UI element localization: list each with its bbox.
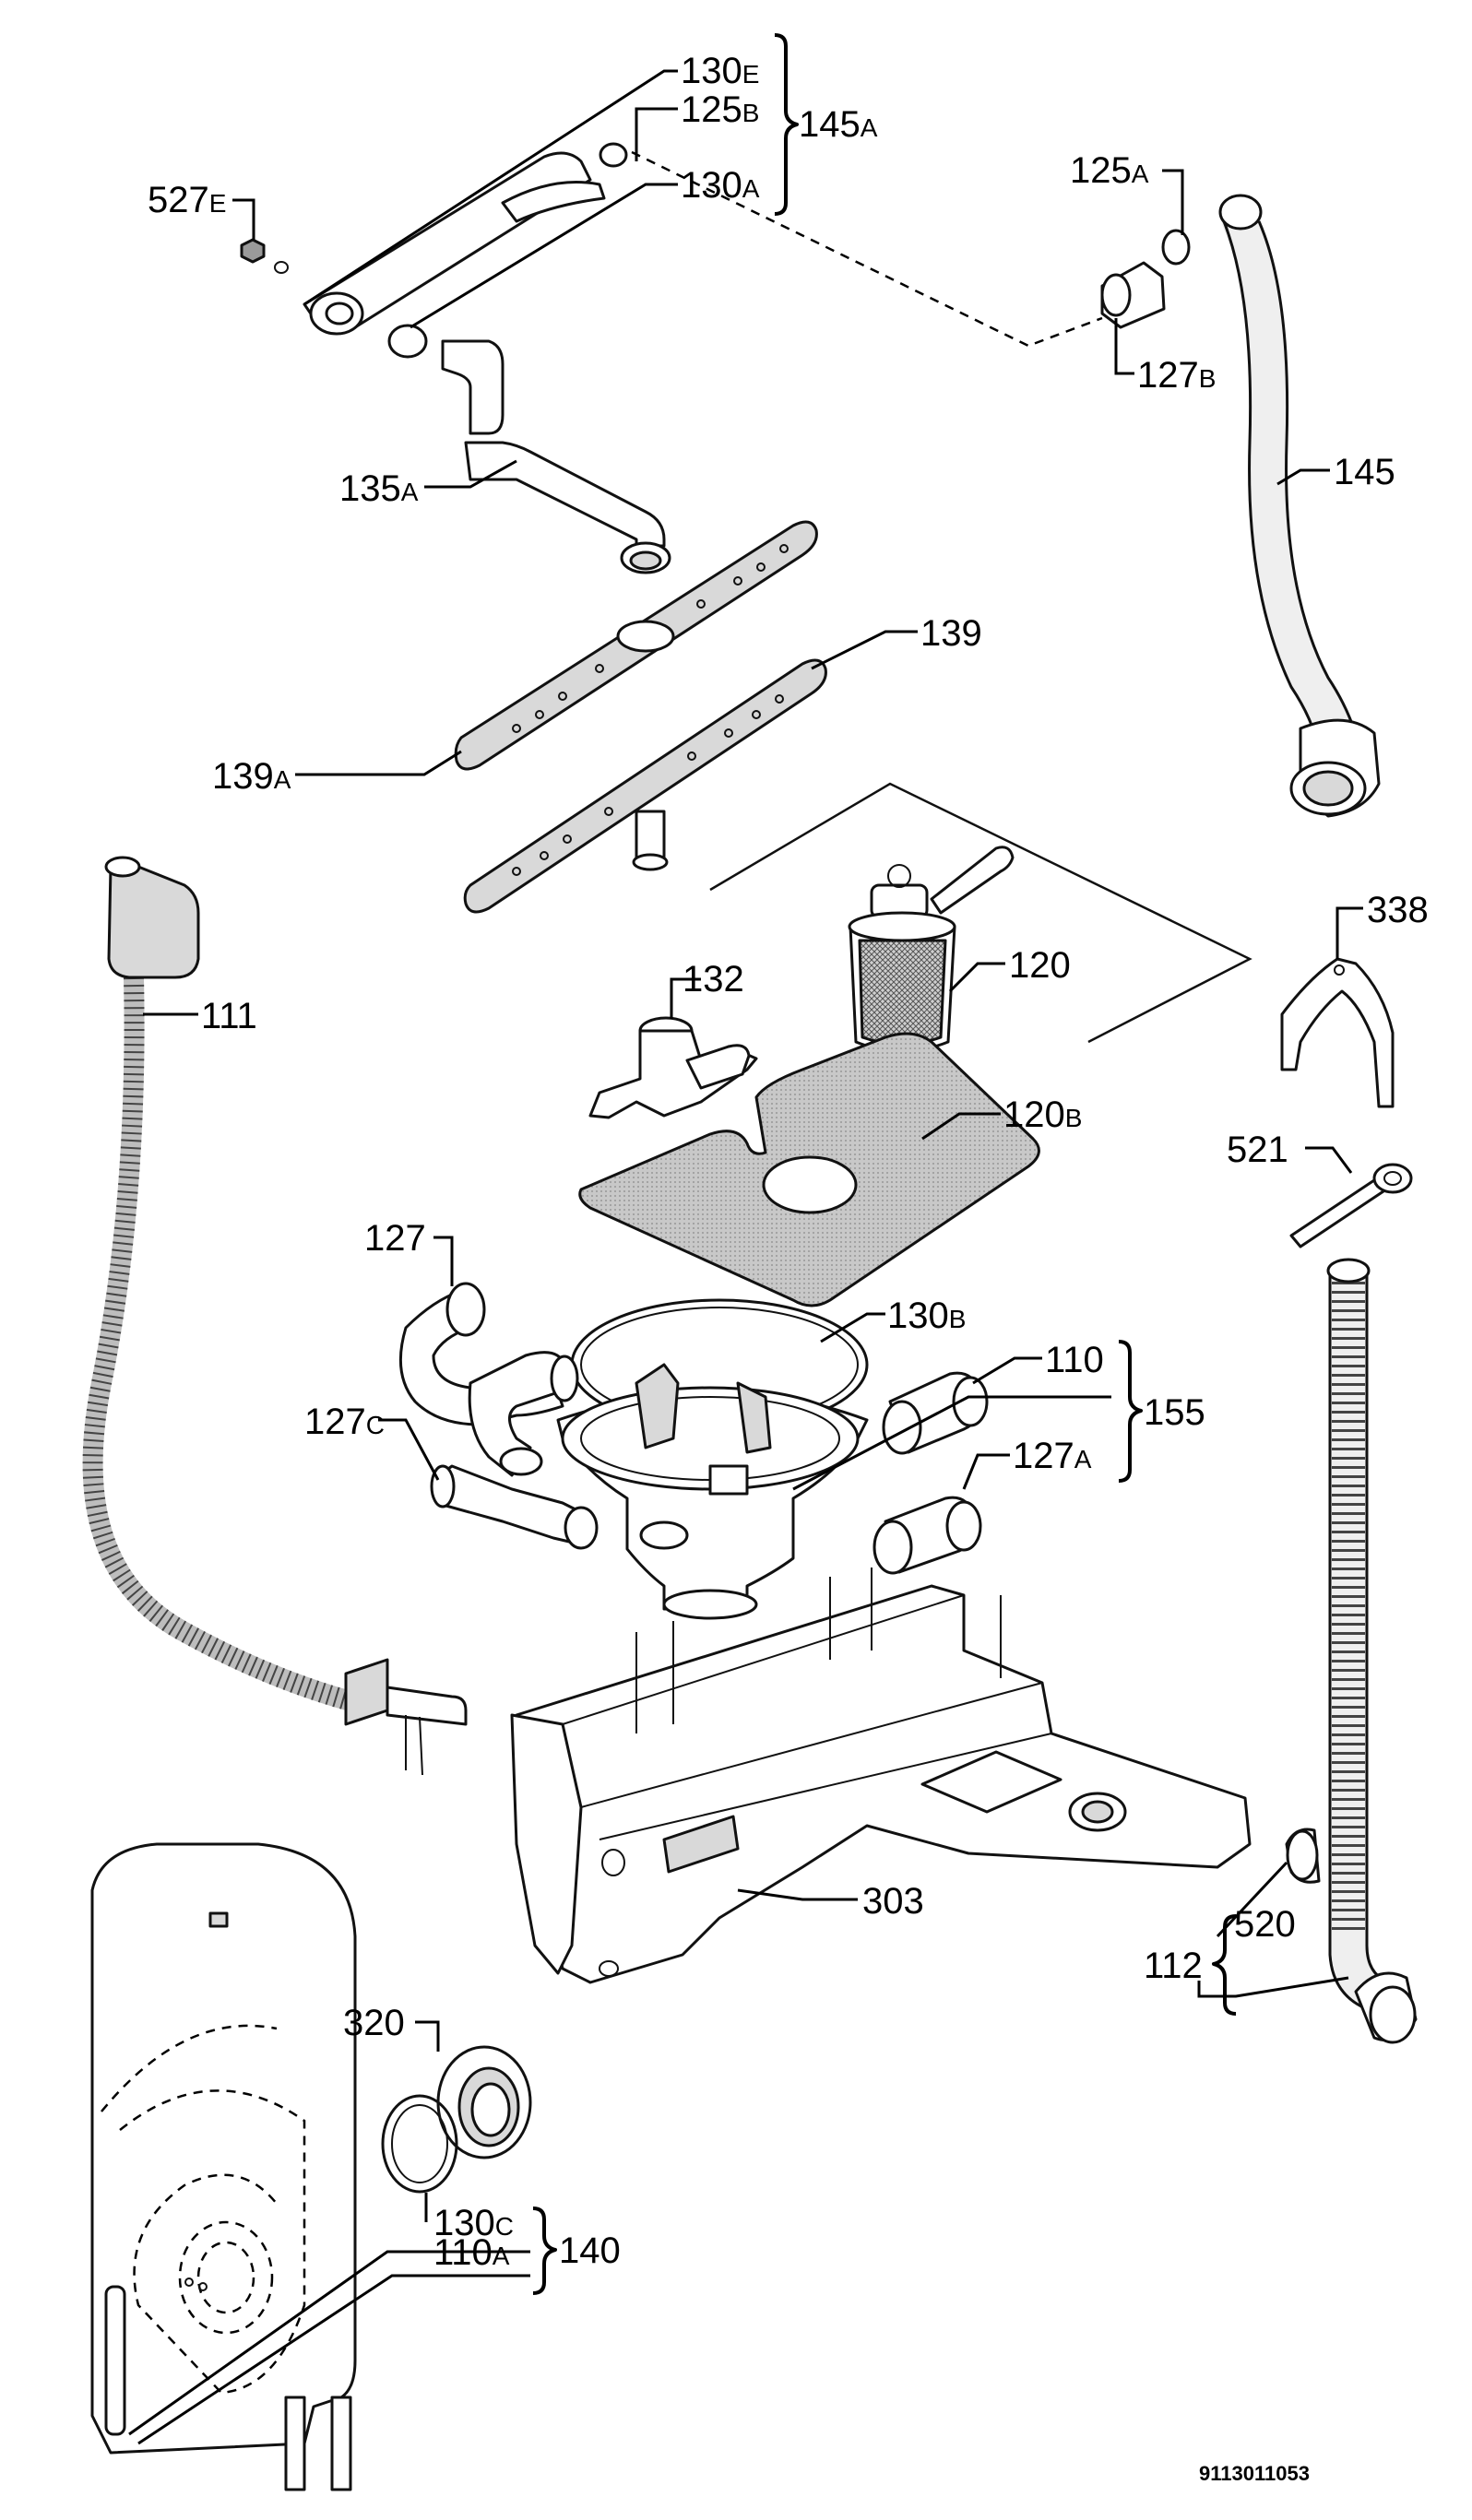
label-303: 303 <box>862 1881 924 1922</box>
label-111: 111 <box>201 996 257 1036</box>
label-130c: 130C <box>433 2203 514 2243</box>
label-521: 521 <box>1227 1130 1288 1170</box>
label-155: 155 <box>1144 1392 1205 1433</box>
label-125a: 125A <box>1070 150 1149 191</box>
elbow-hose-127 <box>398 1282 579 1477</box>
label-112: 112 <box>1144 1946 1203 1986</box>
label-130e: 130E <box>681 51 759 91</box>
label-527e: 527E <box>148 180 226 220</box>
label-135a: 135A <box>339 468 419 509</box>
label-139: 139 <box>920 613 982 654</box>
label-140: 140 <box>559 2230 621 2271</box>
seal-ring-527e <box>240 238 289 274</box>
label-130a: 130A <box>681 165 760 206</box>
spray-arm-support-135a <box>441 339 671 574</box>
filter-frame-lines <box>709 782 1252 1044</box>
sleeve-110 <box>882 1371 989 1455</box>
label-520: 520 <box>1234 1904 1296 1945</box>
sleeve-127a <box>873 1496 982 1575</box>
label-145a: 145A <box>799 104 878 145</box>
label-338: 338 <box>1367 890 1429 930</box>
hose-fitting-520 <box>1285 1828 1321 1884</box>
label-120b: 120B <box>1003 1094 1082 1135</box>
label-110: 110 <box>1045 1340 1104 1380</box>
label-125b: 125B <box>681 89 759 130</box>
filter-cylinder-120 <box>848 846 1015 1053</box>
label-127c: 127C <box>304 1402 385 1442</box>
drain-hose-112 <box>1326 1258 1418 2044</box>
lower-spray-arm-139 <box>463 658 827 914</box>
sump-body <box>556 1298 869 1620</box>
side-panel-140 <box>90 1842 357 2491</box>
label-127: 127 <box>364 1218 426 1259</box>
label-127b: 127B <box>1137 355 1216 396</box>
label-320: 320 <box>343 2003 405 2043</box>
hose-tie-521 <box>1289 1163 1413 1248</box>
part-labels: 130E 125B 145A 130A 527E 125A 127B 145 1… <box>148 51 1429 2273</box>
flat-filter-120b <box>578 1032 1040 1307</box>
hose-connector-127b <box>1100 229 1191 329</box>
label-130b: 130B <box>887 1295 966 1336</box>
hose-127c <box>430 1464 599 1550</box>
inlet-hose-111 <box>82 856 468 1776</box>
label-132: 132 <box>683 959 744 1000</box>
leader-lines <box>128 69 1363 2445</box>
base-tub-303 <box>510 1568 1252 1984</box>
label-120: 120 <box>1009 945 1071 986</box>
valve-132 <box>588 1016 758 1119</box>
label-110a: 110A <box>433 2232 510 2273</box>
upper-spray-arm-tube <box>303 142 628 336</box>
o-ring-130a <box>387 324 428 359</box>
brackets <box>532 33 1237 2295</box>
hose-clip-338 <box>1280 957 1395 1108</box>
o-ring-130c <box>381 2094 458 2194</box>
label-127a: 127A <box>1013 1436 1092 1476</box>
drain-hose-145 <box>1218 194 1381 818</box>
label-145: 145 <box>1334 452 1395 492</box>
bushing-320 <box>436 2045 532 2159</box>
document-code: 9113011053 <box>1199 2462 1310 2485</box>
label-139a: 139A <box>212 756 291 797</box>
